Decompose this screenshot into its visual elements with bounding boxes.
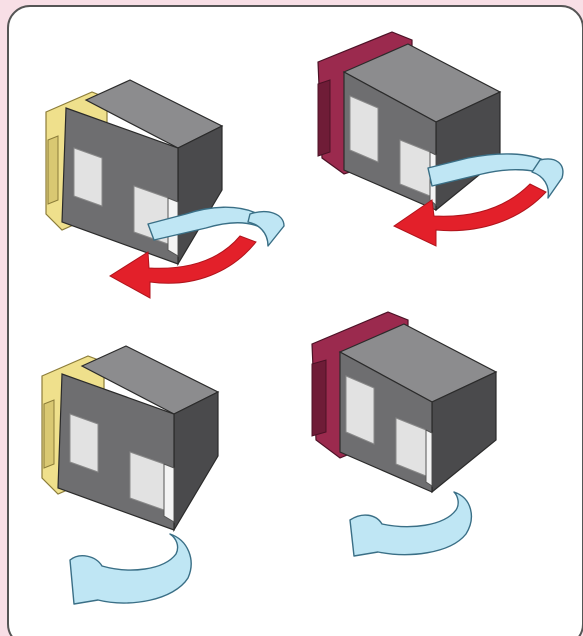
pull-direction-arrow: [393, 183, 547, 247]
protective-tape: [349, 491, 473, 557]
pull-direction-arrow: [109, 235, 257, 299]
black-cartridge-peeling-tape: [45, 79, 285, 299]
protective-tape: [69, 533, 192, 605]
color-cartridge-tape-removed: [311, 311, 498, 557]
color-cartridge-peeling-tape: [317, 31, 564, 247]
black-cartridge-tape-removed: [41, 345, 220, 605]
